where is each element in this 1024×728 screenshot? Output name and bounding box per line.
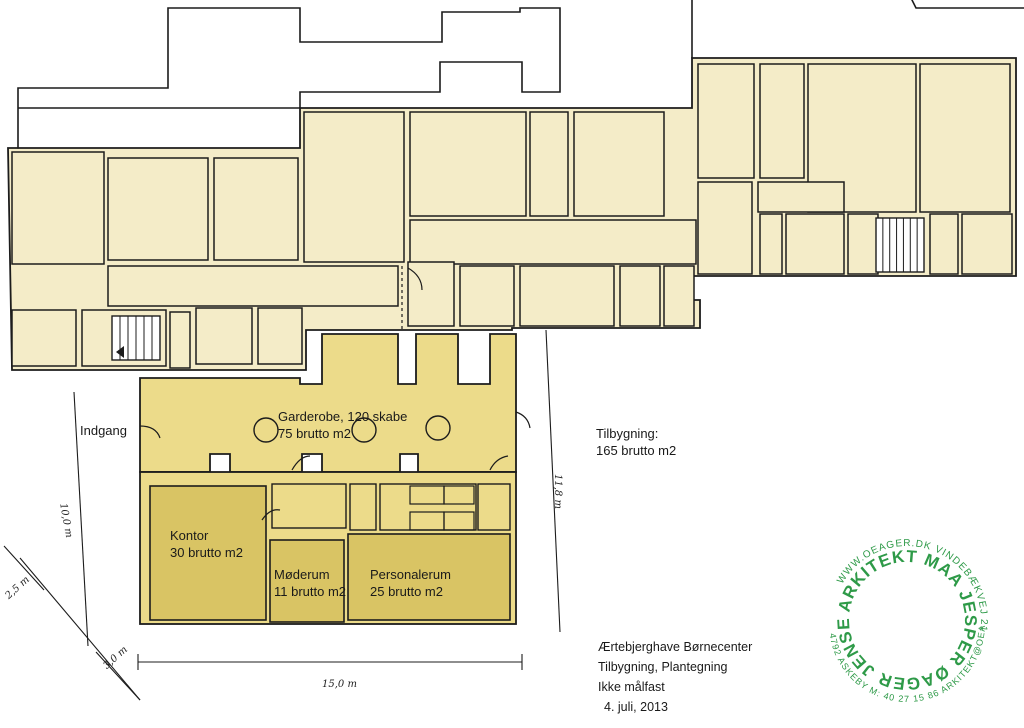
title-note: Ikke målfast <box>598 680 665 694</box>
door-swing <box>261 509 281 521</box>
existing-room <box>847 213 879 275</box>
annex-outline <box>17 7 561 149</box>
existing-room <box>697 181 753 275</box>
door-swing <box>489 455 509 471</box>
label-kontor: Kontor <box>170 528 209 543</box>
title-project: Ærtebjerghave Børnecenter <box>598 640 753 654</box>
label-garderobe-area: 75 brutto m2 <box>278 426 351 441</box>
locker-circle <box>351 417 377 443</box>
wc-cubicle <box>443 485 475 505</box>
label-moderum-area: 11 brutto m2 <box>274 584 347 599</box>
door-swing <box>515 411 531 429</box>
existing-room <box>407 261 455 327</box>
annex-line <box>911 0 1024 9</box>
existing-room <box>409 219 697 265</box>
dim-line-left <box>73 391 89 647</box>
existing-room <box>409 111 527 217</box>
existing-room <box>759 63 805 179</box>
title-subtitle: Tilbygning, Plantegning <box>598 660 728 674</box>
existing-room <box>757 181 845 213</box>
door-swing <box>139 425 161 439</box>
existing-room <box>213 157 299 261</box>
existing-room <box>303 111 405 263</box>
door-swing <box>291 455 311 471</box>
existing-room <box>759 213 783 275</box>
existing-building <box>7 57 1017 371</box>
existing-room <box>529 111 569 217</box>
dim-line-offset-a <box>3 545 45 591</box>
label-personalerum: Personalerum <box>370 567 451 582</box>
locker-circle <box>253 417 279 443</box>
label-tilbygning-area: 165 brutto m2 <box>596 443 677 458</box>
existing-room <box>919 63 1011 213</box>
existing-room <box>663 265 695 327</box>
extension-room <box>379 483 477 531</box>
room-kontor <box>149 485 267 621</box>
existing-room <box>195 307 253 365</box>
existing-room <box>169 311 191 369</box>
dim-line-offset-b <box>95 651 141 701</box>
room-personalerum <box>347 533 511 621</box>
existing-room <box>459 265 515 327</box>
locker-circle <box>425 415 451 441</box>
existing-room <box>573 111 665 217</box>
existing-room <box>107 157 209 261</box>
label-entrance: Indgang <box>80 423 127 438</box>
existing-room <box>11 309 77 367</box>
wc-cubicle <box>443 511 475 531</box>
new-extension <box>139 333 517 625</box>
extension-room <box>271 483 347 529</box>
label-kontor-area: 30 brutto m2 <box>170 545 243 560</box>
plan-lines <box>17 0 1024 521</box>
stair-arrow <box>116 346 124 358</box>
dim-width: 15,0 m <box>322 679 357 690</box>
existing-room <box>785 213 845 275</box>
dim-right-depth: 11,8 m <box>552 474 563 509</box>
existing-room <box>11 151 105 265</box>
title-date: 4. juli, 2013 <box>604 700 668 714</box>
stair-right <box>875 217 925 273</box>
room-moderum <box>269 539 345 623</box>
existing-room <box>619 265 661 327</box>
existing-room <box>961 213 1013 275</box>
label-moderum: Møderum <box>274 567 330 582</box>
existing-room <box>257 307 303 365</box>
existing-room <box>519 265 615 327</box>
extension-room <box>477 483 511 531</box>
label-tilbygning: Tilbygning: <box>596 426 659 441</box>
dim-line-right <box>545 329 561 633</box>
existing-room <box>107 265 399 307</box>
door-swing <box>407 267 423 291</box>
label-personalerum-area: 25 brutto m2 <box>370 584 443 599</box>
extension-room <box>349 483 377 531</box>
dimension-lines <box>3 329 561 701</box>
existing-room <box>929 213 959 275</box>
label-garderobe: Garderobe, 120 skabe <box>278 409 408 424</box>
stairs <box>111 217 925 361</box>
existing-room <box>697 63 755 179</box>
dim-line-diagonal <box>19 557 141 701</box>
